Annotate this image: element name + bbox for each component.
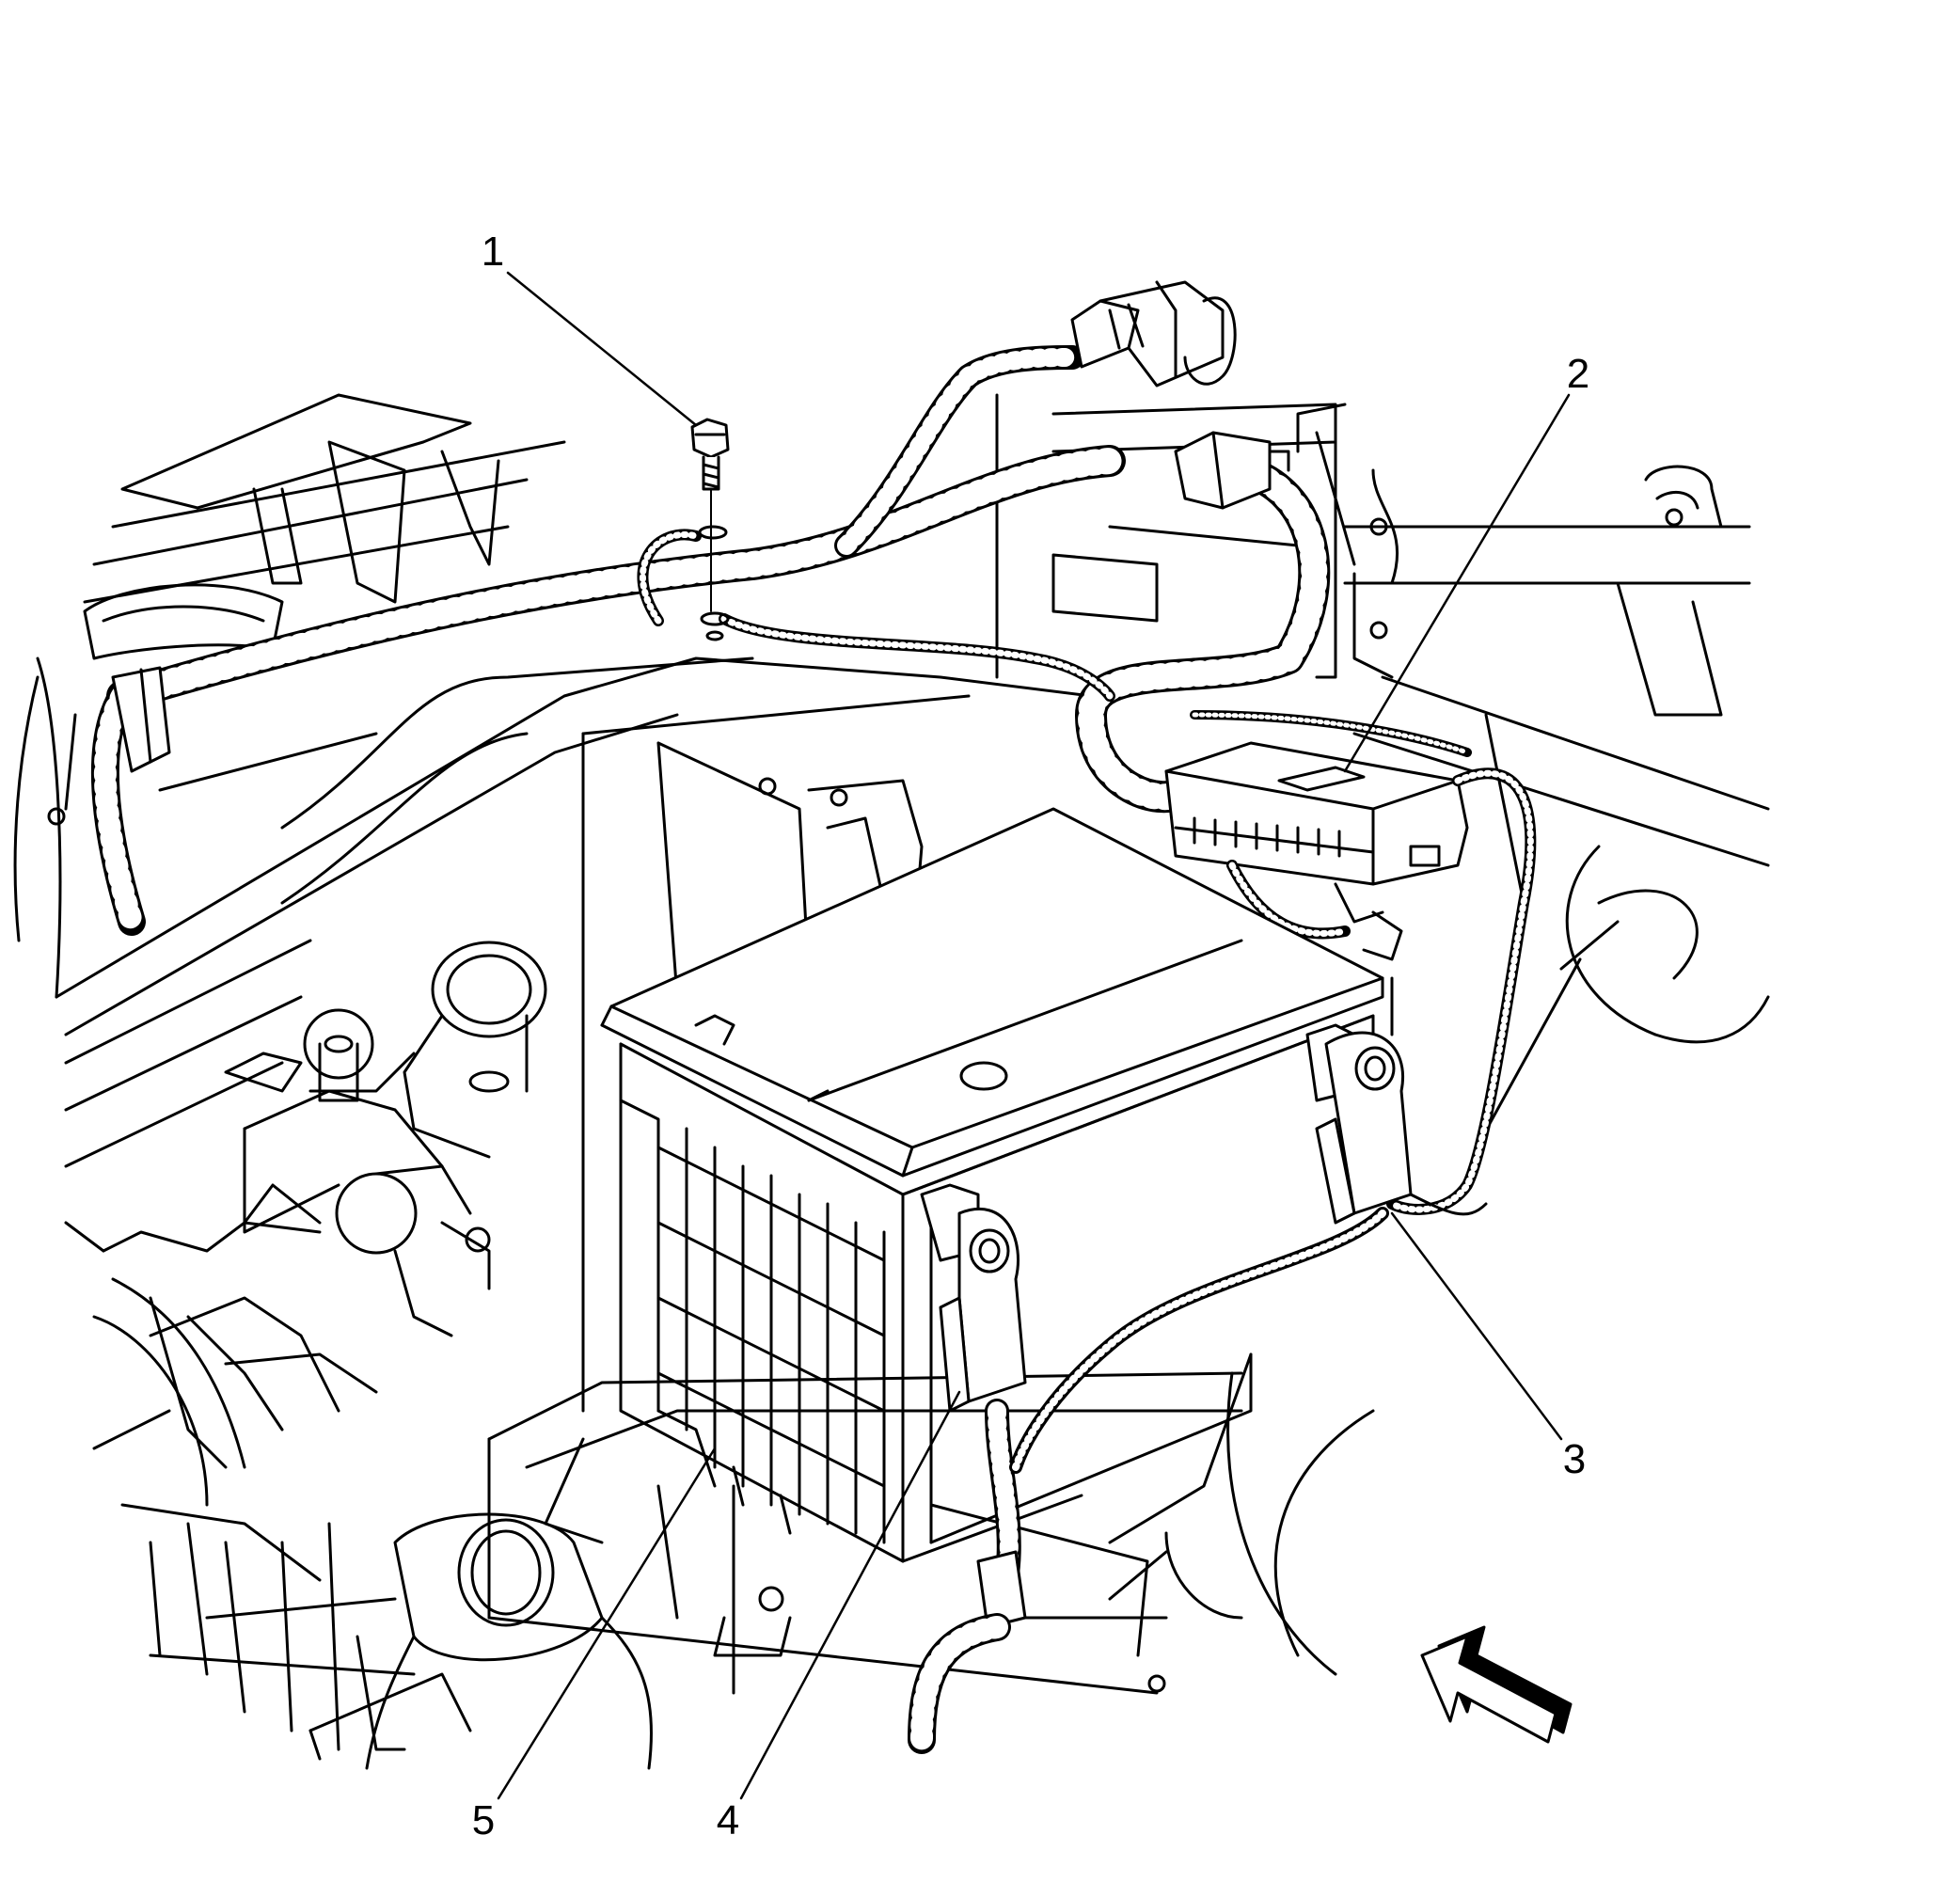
callout-2-label: 2 <box>1566 351 1590 397</box>
front-of-vehicle-arrow-icon <box>1420 1625 1573 1744</box>
callout-4-label: 4 <box>716 1797 740 1843</box>
callout-5-label: 5 <box>471 1797 496 1843</box>
callout-leader-lines <box>497 271 1571 1800</box>
coolant-components <box>224 941 653 1770</box>
callout-3-label: 3 <box>1562 1436 1587 1482</box>
battery <box>600 807 1384 1563</box>
module <box>1164 710 1537 1215</box>
negative-battery-cable <box>908 1183 1027 1754</box>
positive-battery-cable <box>1009 1023 1488 1474</box>
radiator-and-fan-shroud <box>64 1183 472 1761</box>
harness-connector <box>1070 280 1347 510</box>
callout-1-label: 1 <box>481 229 505 275</box>
body-structure <box>13 393 1770 1695</box>
bolt <box>690 418 730 641</box>
